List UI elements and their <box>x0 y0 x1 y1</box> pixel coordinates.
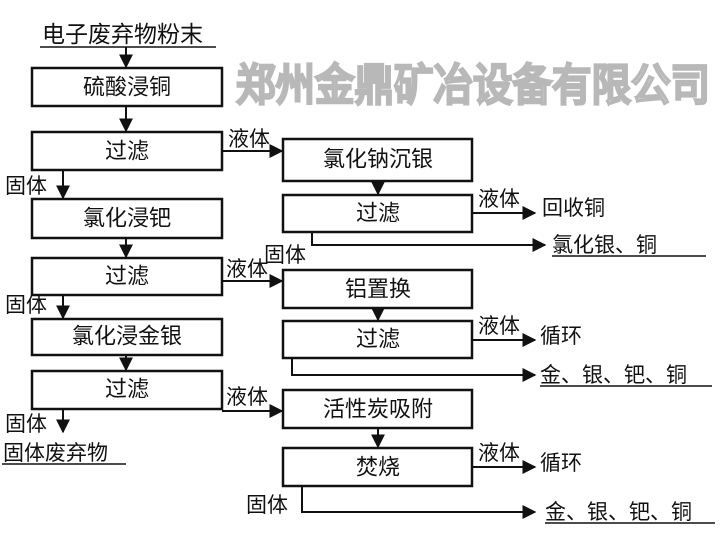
output-metals: 金、银、钯、铜 <box>540 363 687 387</box>
label-liquid: 液体 <box>478 187 520 211</box>
step-activated-carbon-adsorption: 活性炭吸附 <box>281 388 474 430</box>
svg-text:过滤: 过滤 <box>356 202 400 227</box>
svg-text:活性炭吸附: 活性炭吸附 <box>323 398 433 423</box>
svg-text:氯化浸金银: 氯化浸金银 <box>72 325 182 350</box>
step-nacl-precipitate-silver: 氯化钠沉银 <box>281 137 474 183</box>
arrow <box>311 232 547 252</box>
output-silver-chloride-copper: 氯化银、铜 <box>552 233 657 257</box>
step-filter-1: 过滤 <box>30 130 224 172</box>
label-liquid: 液体 <box>478 441 520 465</box>
svg-text:氯化钠沉银: 氯化钠沉银 <box>323 148 433 173</box>
label-liquid: 液体 <box>226 257 268 281</box>
start-material: 电子废弃物粉末 <box>42 22 203 48</box>
output-recover-copper: 回收铜 <box>542 196 605 220</box>
output-solid-waste: 固体废弃物 <box>3 441 108 465</box>
label-solid: 固体 <box>5 412 47 436</box>
output-metals: 金、银、钯、铜 <box>545 500 692 524</box>
arrow <box>291 358 537 382</box>
step-chloride-leach-gold-silver: 氯化浸金银 <box>30 317 224 357</box>
svg-text:过滤: 过滤 <box>105 378 149 403</box>
step-incineration: 焚烧 <box>281 446 474 488</box>
svg-text:过滤: 过滤 <box>356 328 400 353</box>
arrow <box>301 486 537 519</box>
svg-text:氯化浸钯: 氯化浸钯 <box>83 207 171 232</box>
watermark: 郑州金鼎矿冶设备有限公司 <box>236 60 710 111</box>
step-filter-5: 过滤 <box>281 319 474 360</box>
label-liquid: 液体 <box>226 385 268 409</box>
svg-text:铝置换: 铝置换 <box>345 278 411 303</box>
label-solid: 固体 <box>264 243 306 267</box>
label-solid: 固体 <box>5 174 47 198</box>
svg-text:硫酸浸铜: 硫酸浸铜 <box>83 76 171 101</box>
svg-text:过滤: 过滤 <box>105 140 149 165</box>
label-liquid: 液体 <box>478 314 520 338</box>
step-chloride-leach-palladium: 氯化浸钯 <box>30 197 224 240</box>
output-recycle: 循环 <box>540 451 582 475</box>
output-recycle: 循环 <box>540 324 582 348</box>
label-solid: 固体 <box>5 293 47 317</box>
svg-text:过滤: 过滤 <box>105 265 149 290</box>
step-aluminum-replacement: 铝置换 <box>281 268 474 310</box>
step-filter-2: 过滤 <box>30 256 224 297</box>
step-filter-4: 过滤 <box>281 193 474 234</box>
label-solid: 固体 <box>246 493 288 517</box>
svg-text:焚烧: 焚烧 <box>356 456 400 481</box>
step-filter-3: 过滤 <box>30 369 224 411</box>
step-sulfuric-leach-copper: 硫酸浸铜 <box>30 66 224 108</box>
label-liquid: 液体 <box>228 127 270 151</box>
